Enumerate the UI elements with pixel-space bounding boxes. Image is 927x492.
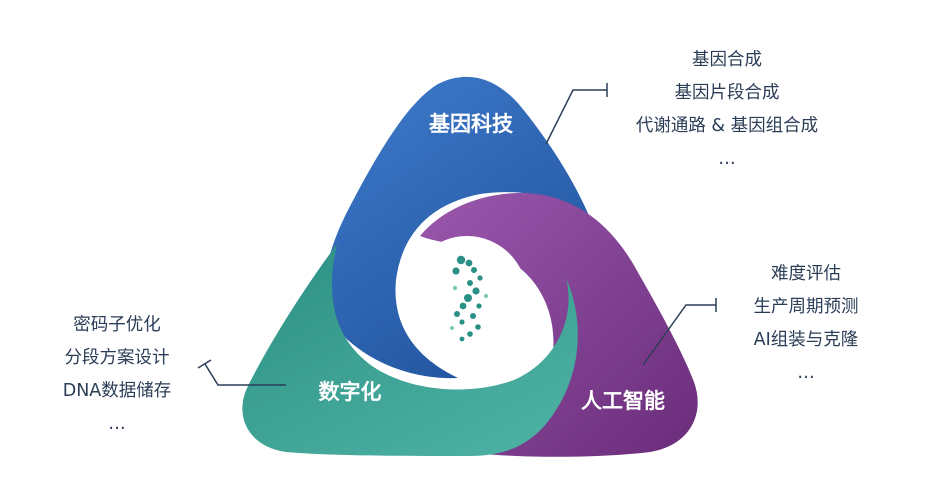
list-item: 密码子优化 [73, 315, 161, 335]
list-item: … [718, 149, 736, 169]
list-item: DNA数据储存 [62, 381, 172, 401]
gene-connector [545, 83, 608, 145]
gene-tech-items: 基因合成 基因片段合成 代谢通路 & 基因组合成 … [596, 44, 858, 176]
digital-label: 数字化 [319, 380, 382, 404]
list-item: … [797, 363, 815, 383]
gene-tech-segment [325, 76, 590, 379]
ai-items: 难度评估 生产周期预测 AI组装与克隆 … [706, 258, 906, 390]
ai-segment [420, 193, 698, 457]
ai-label: 人工智能 [581, 389, 665, 413]
list-item: 基因片段合成 [674, 83, 780, 103]
digital-segment [242, 244, 578, 456]
digital-connector [197, 359, 286, 386]
digital-items: 密码子优化 分段方案设计 DNA数据储存 … [22, 309, 212, 441]
list-item: … [108, 414, 126, 434]
list-item: 基因合成 [692, 50, 762, 70]
list-item: 代谢通路 & 基因组合成 [635, 116, 819, 136]
ai-connector [642, 298, 717, 366]
list-item: 难度评估 [771, 264, 841, 284]
list-item: AI组装与克隆 [753, 330, 859, 350]
dna-helix-icon [450, 255, 488, 342]
list-item: 生产周期预测 [753, 297, 859, 317]
list-item: 分段方案设计 [64, 348, 170, 368]
gene-tech-label: 基因科技 [429, 112, 514, 136]
